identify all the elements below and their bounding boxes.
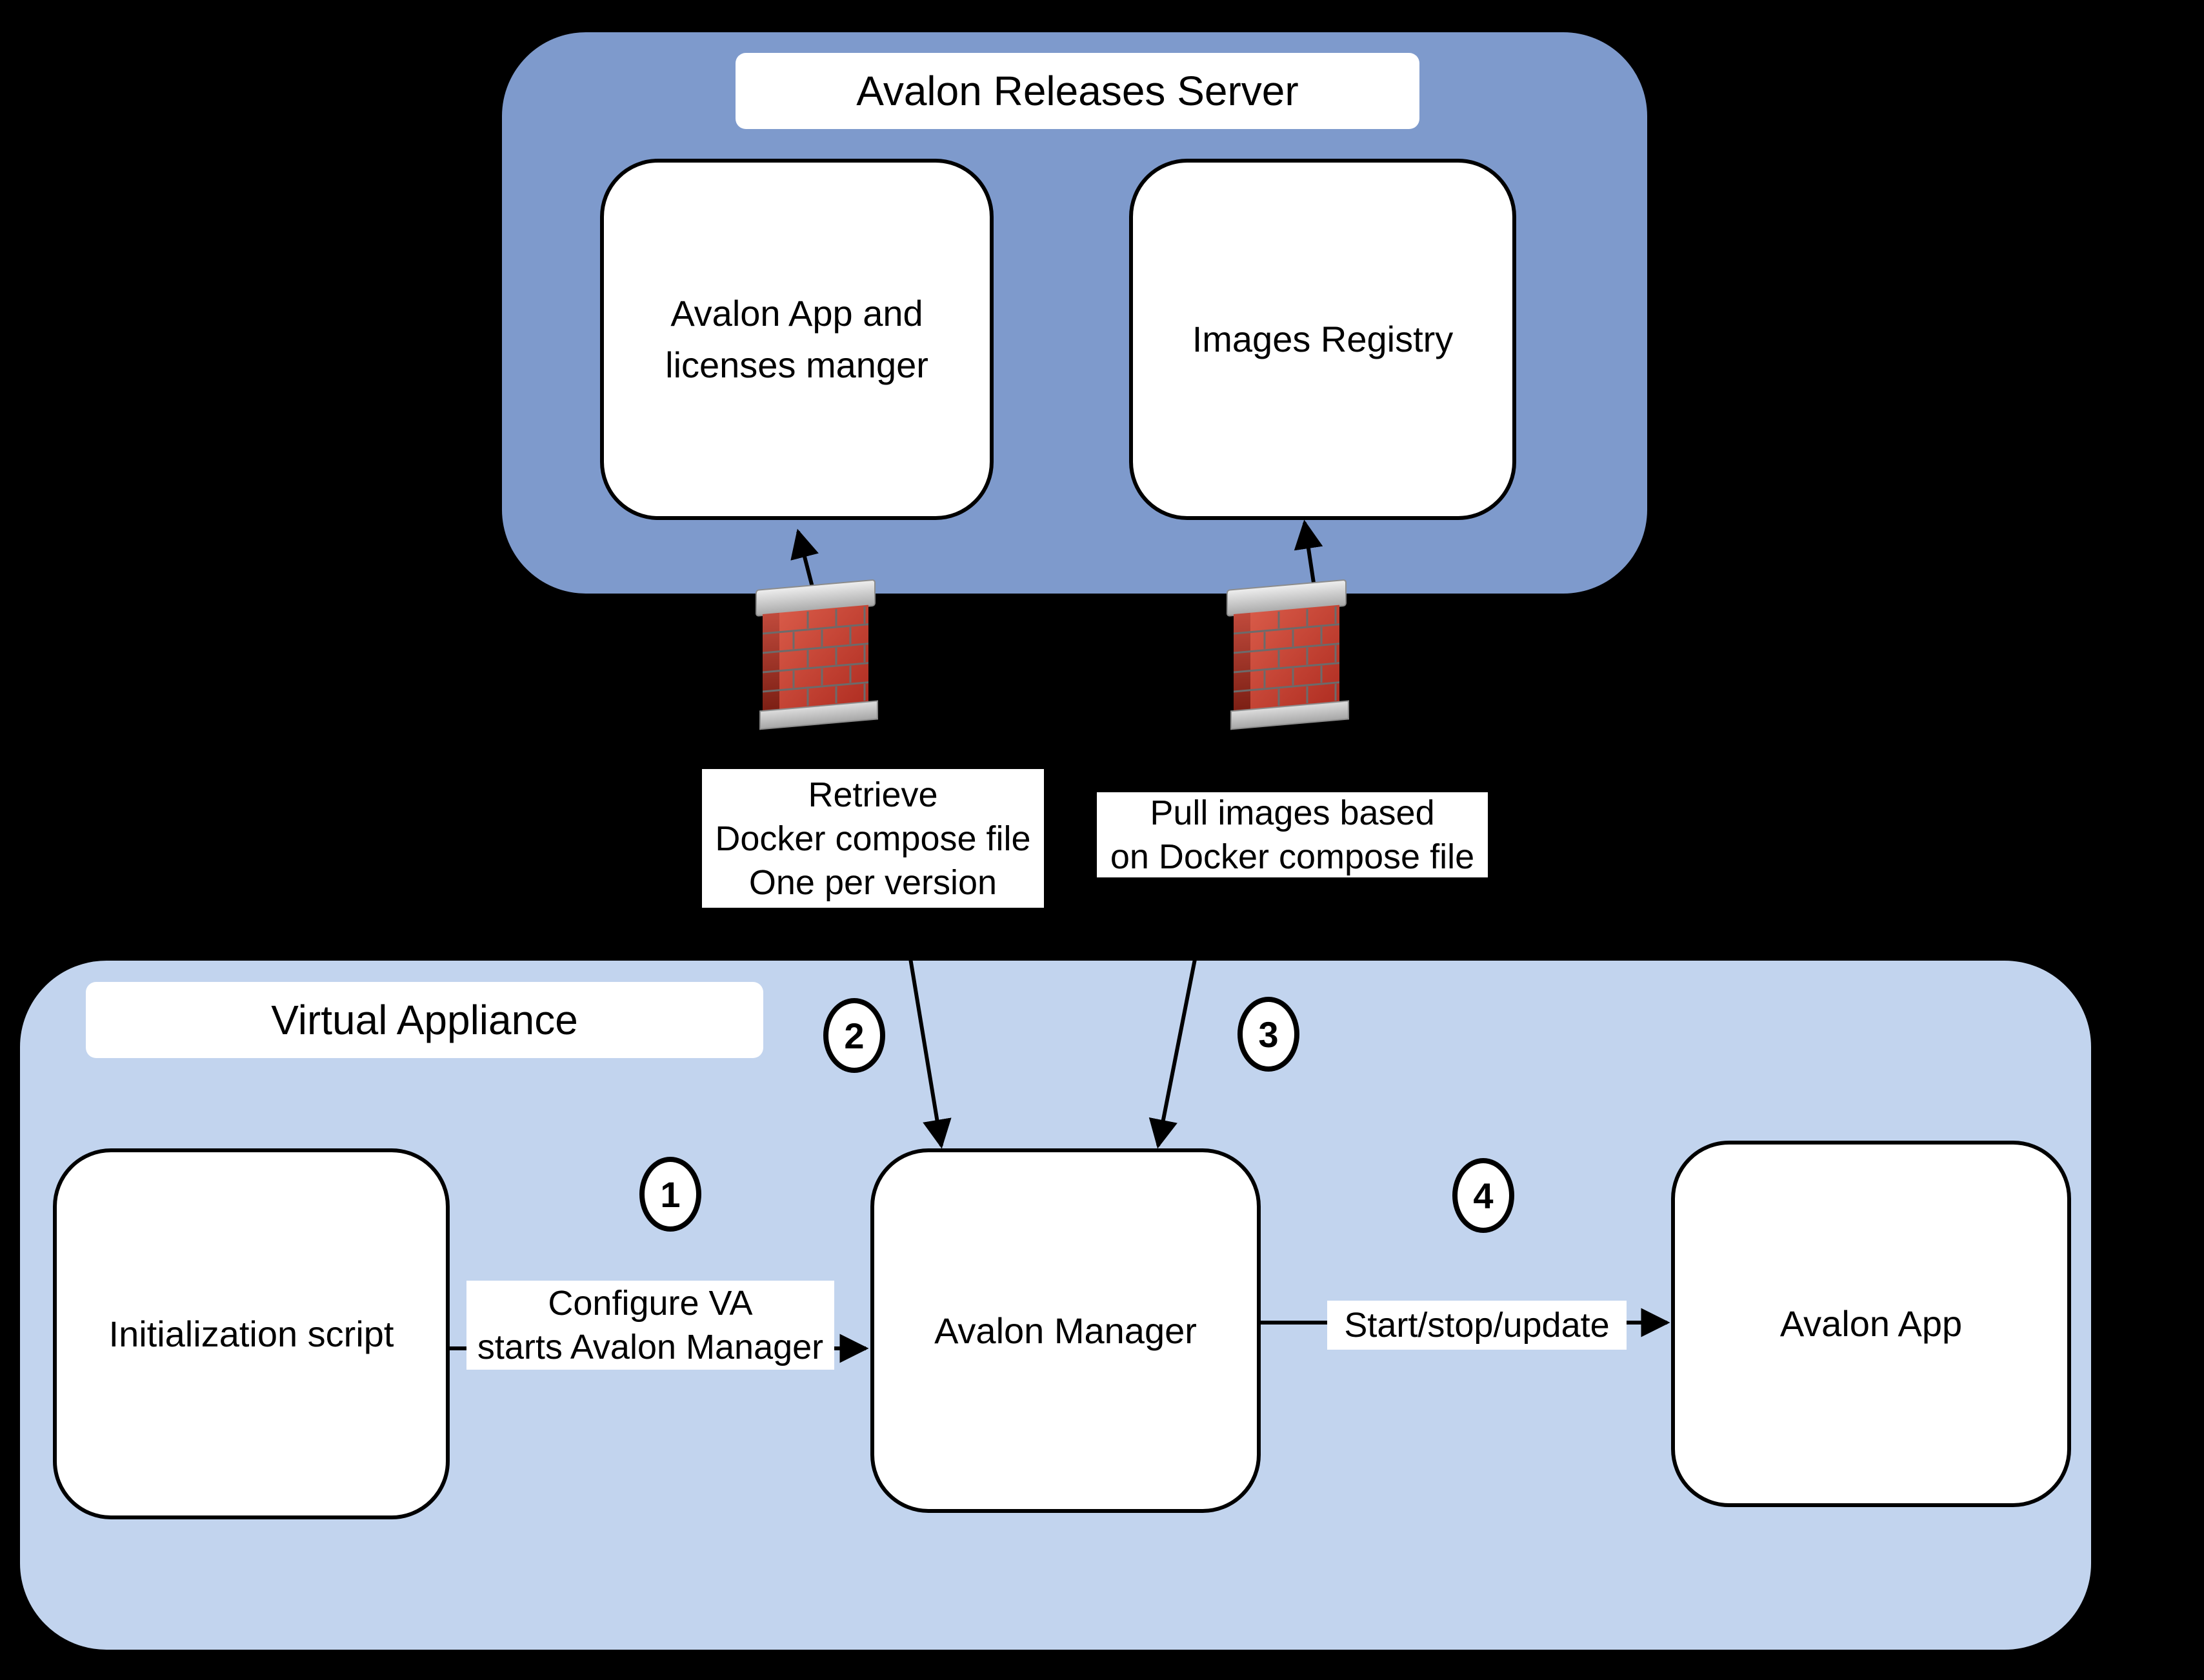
node-avalon-manager: Avalon Manager xyxy=(870,1148,1261,1513)
node-avalon-app-licenses-manager: Avalon App and licenses manger xyxy=(600,159,994,520)
node-label-line: Avalon App and xyxy=(670,293,923,334)
firewall-icon xyxy=(1226,578,1350,731)
label-line: One per version xyxy=(748,863,997,902)
step-circle-3: 3 xyxy=(1237,997,1299,1072)
label-start-stop-update: Start/stop/update xyxy=(1327,1301,1627,1350)
appliance-title-banner: Virtual Appliance xyxy=(86,982,763,1058)
step-circle-2: 2 xyxy=(823,998,885,1073)
step-number: 1 xyxy=(660,1174,681,1215)
server-title: Avalon Releases Server xyxy=(856,68,1299,114)
node-label-line: licenses manger xyxy=(665,345,928,385)
step-circle-4: 4 xyxy=(1452,1158,1514,1233)
label-line: Start/stop/update xyxy=(1344,1306,1610,1345)
node-label: Avalon App xyxy=(1779,1303,1963,1344)
label-line: Retrieve xyxy=(808,775,938,814)
label-line: Docker compose file xyxy=(715,819,1031,858)
node-images-registry: Images Registry xyxy=(1129,159,1516,520)
label-line: Pull images based xyxy=(1150,794,1435,832)
step-number: 4 xyxy=(1473,1175,1494,1216)
node-label: Avalon Manager xyxy=(934,1310,1197,1351)
step-number: 3 xyxy=(1258,1014,1279,1055)
label-configure-va: Configure VA starts Avalon Manager xyxy=(466,1281,834,1370)
node-avalon-app: Avalon App xyxy=(1671,1141,2071,1507)
appliance-title: Virtual Appliance xyxy=(271,997,578,1043)
node-initialization-script: Initialization script xyxy=(53,1148,450,1519)
node-label: Images Registry xyxy=(1192,319,1454,359)
step-circle-1: 1 xyxy=(639,1157,701,1232)
firewall-icon xyxy=(755,578,879,731)
server-title-banner: Avalon Releases Server xyxy=(736,53,1419,129)
label-pull-images: Pull images based on Docker compose file xyxy=(1097,792,1488,877)
label-line: starts Avalon Manager xyxy=(477,1328,824,1366)
label-line: on Docker compose file xyxy=(1110,837,1475,876)
step-number: 2 xyxy=(844,1015,865,1056)
node-label: Initialization script xyxy=(108,1313,394,1354)
label-line: Configure VA xyxy=(548,1284,753,1323)
label-retrieve-compose-file: Retrieve Docker compose file One per ver… xyxy=(702,769,1044,908)
